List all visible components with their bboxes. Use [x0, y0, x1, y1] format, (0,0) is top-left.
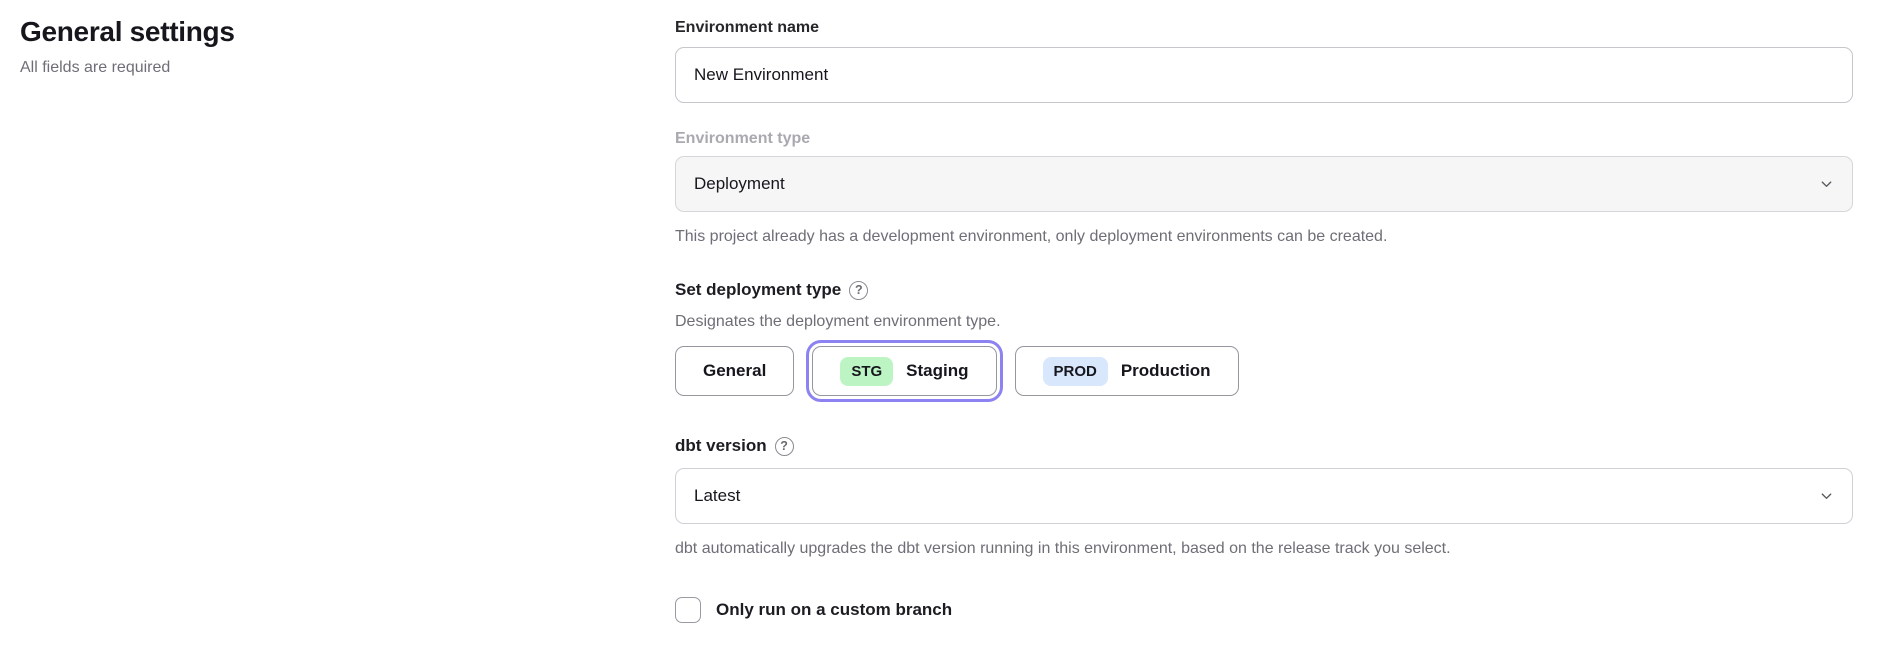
environment-name-input[interactable] — [675, 47, 1853, 103]
production-button-label: Production — [1120, 361, 1211, 380]
custom-branch-checkbox[interactable] — [675, 597, 701, 623]
chevron-down-icon — [1819, 489, 1834, 504]
page-title: General settings — [20, 16, 235, 47]
general-button-label: General — [703, 361, 767, 380]
deployment-type-helper: Designates the deployment environment ty… — [675, 313, 1001, 330]
environment-type-helper: This project already has a development e… — [675, 228, 1388, 245]
deployment-type-staging-button[interactable]: STG Staging — [806, 340, 1003, 402]
chevron-down-icon — [1819, 177, 1834, 192]
deployment-type-options: General STG Staging PROD Production — [675, 340, 1853, 402]
environment-type-select[interactable]: Deployment — [675, 156, 1853, 212]
dbt-version-helper: dbt automatically upgrades the dbt versi… — [675, 540, 1451, 557]
staging-button-label: Staging — [906, 361, 969, 380]
help-icon[interactable]: ? — [849, 280, 869, 300]
staging-badge: STG — [840, 356, 894, 386]
environment-name-label: Environment name — [675, 19, 820, 36]
environment-type-label: Environment type — [675, 130, 811, 147]
environment-settings-form: Environment name Environment type Deploy… — [675, 18, 1853, 623]
help-icon[interactable]: ? — [774, 436, 794, 456]
deployment-type-heading-row: Set deployment type ? — [675, 280, 1853, 300]
page-subtitle: All fields are required — [20, 59, 171, 76]
custom-branch-label: Only run on a custom branch — [716, 600, 953, 619]
dbt-version-heading: dbt version — [675, 436, 767, 455]
dbt-version-value: Latest — [694, 486, 741, 505]
custom-branch-row: Only run on a custom branch — [675, 597, 1853, 623]
environment-type-value: Deployment — [694, 174, 785, 193]
settings-intro: General settings All fields are required — [20, 16, 580, 77]
dbt-version-select[interactable]: Latest — [675, 468, 1853, 524]
dbt-version-heading-row: dbt version ? — [675, 436, 1853, 456]
deployment-type-general-button[interactable]: General — [675, 346, 795, 396]
deployment-type-production-button[interactable]: PROD Production — [1014, 346, 1239, 396]
deployment-type-heading: Set deployment type — [675, 280, 842, 299]
production-badge: PROD — [1042, 356, 1108, 386]
